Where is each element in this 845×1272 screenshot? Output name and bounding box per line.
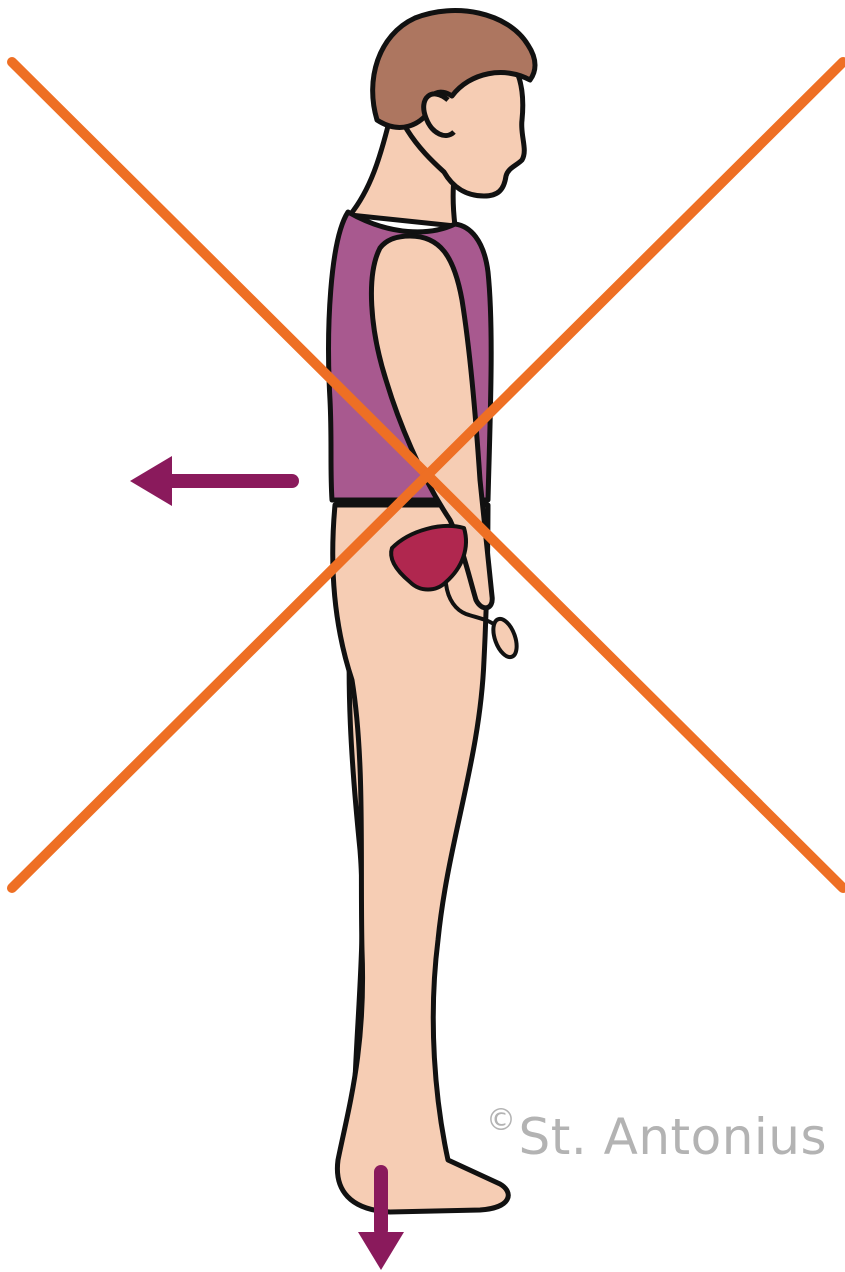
arrow-left-icon bbox=[130, 456, 292, 506]
catheter-loop bbox=[489, 616, 521, 660]
copyright-text: St. Antonius bbox=[519, 1108, 828, 1166]
copyright-symbol: © bbox=[486, 1103, 517, 1138]
copyright-watermark: ©St. Antonius bbox=[486, 1112, 827, 1162]
front-leg-and-hip bbox=[333, 505, 509, 1212]
